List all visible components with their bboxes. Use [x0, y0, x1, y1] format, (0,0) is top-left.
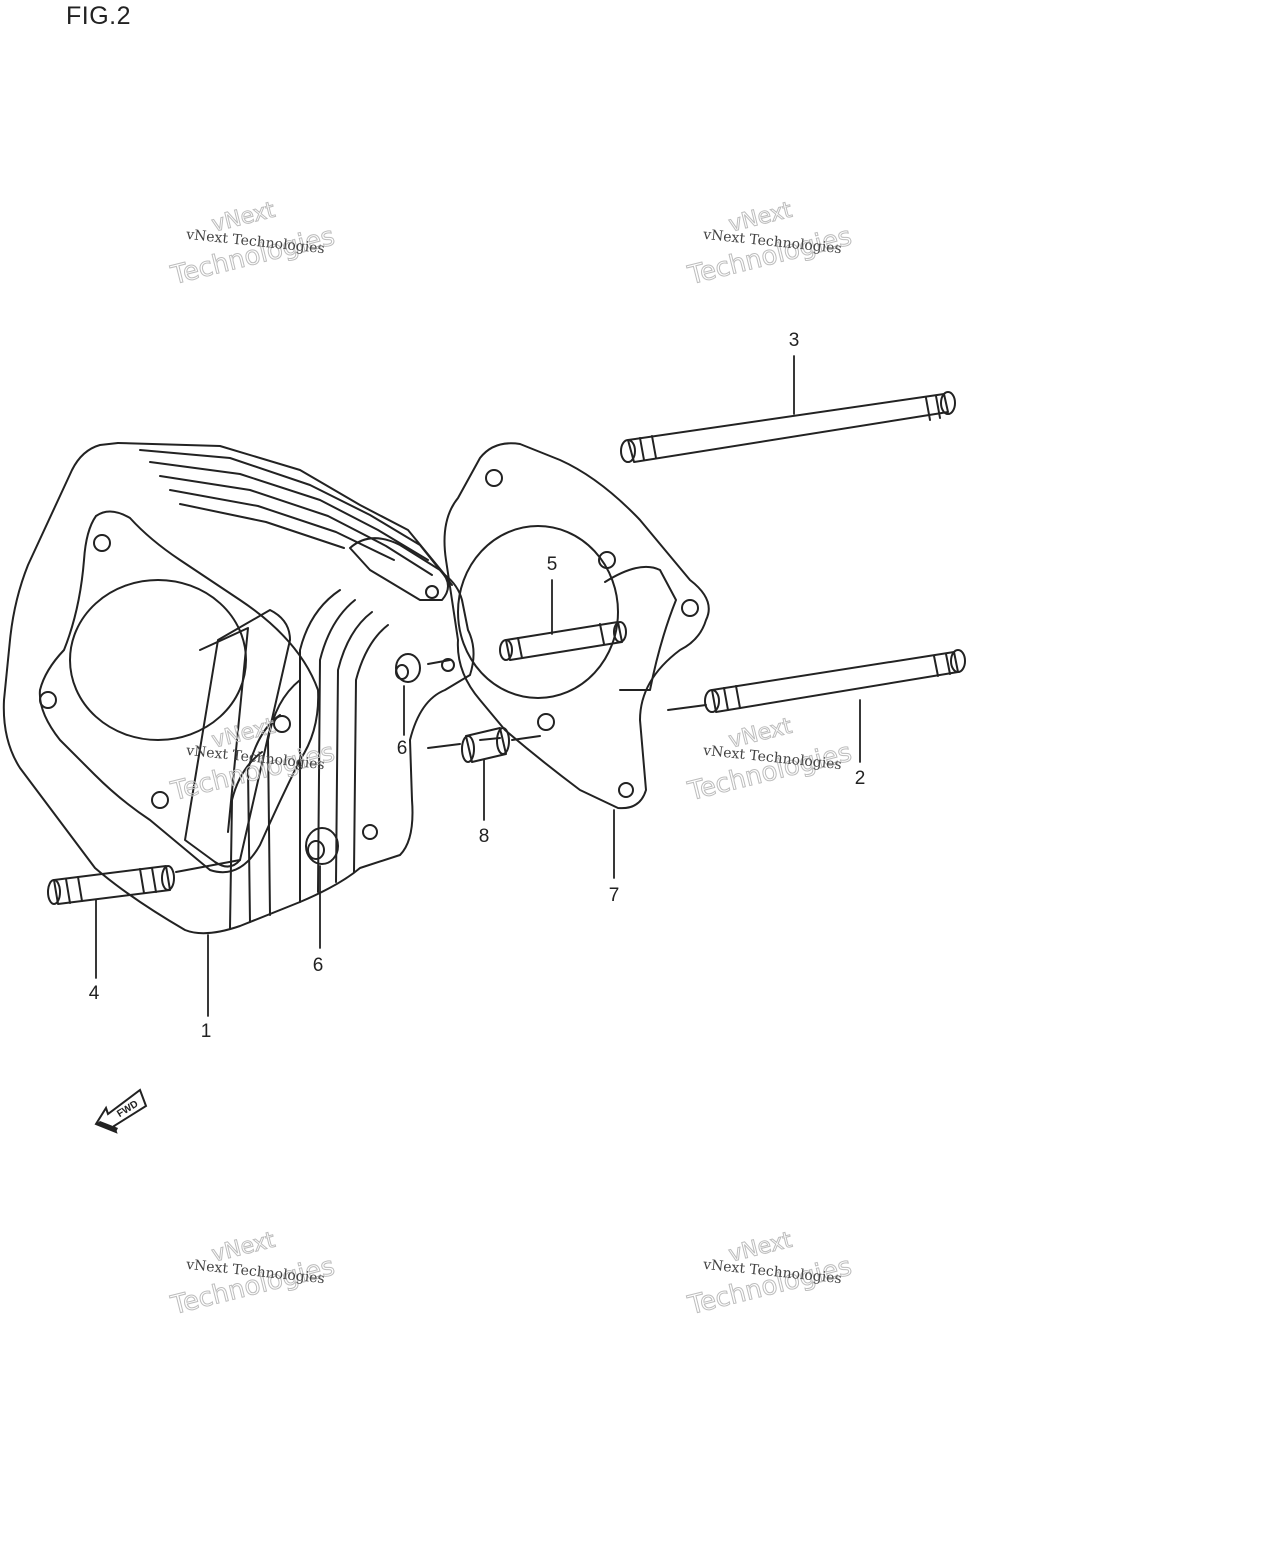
- dowel-pin-upper: [395, 653, 451, 683]
- callout-2: 2: [855, 768, 866, 789]
- watermark-bottom-left: vNext Technologies vNext Technologies: [167, 1227, 338, 1322]
- watermark-top-left: vNext Technologies vNext Technologies: [167, 197, 338, 292]
- stud-bolt-long-lower: [479, 649, 966, 741]
- cylinder-base-gasket: [443, 442, 710, 810]
- callout-1: 1: [201, 1021, 212, 1042]
- dowel-pin-lower: [305, 827, 339, 865]
- stud-bolt-long-upper: [620, 391, 956, 463]
- stud-bolt-short: [499, 621, 627, 661]
- callout-6-upper: 6: [397, 738, 408, 759]
- leader-lines: [95, 355, 861, 1017]
- callout-7: 7: [609, 885, 620, 906]
- callout-6-lower: 6: [313, 955, 324, 976]
- cylinder-block: [2, 442, 475, 935]
- fwd-direction-arrow-icon: FWD: [94, 1088, 148, 1134]
- watermark-bottom-right: vNext Technologies vNext Technologies: [684, 1227, 855, 1322]
- callout-8: 8: [479, 826, 490, 847]
- stud-bolt-left: [47, 859, 241, 905]
- watermark-mid-left: vNext Technologies vNext Technologies: [167, 713, 338, 808]
- callout-3: 3: [789, 330, 800, 351]
- callout-labels: 3 2 5 6 6 8 7 4 1: [89, 330, 866, 1042]
- callout-5: 5: [547, 554, 558, 575]
- watermark-top-right: vNext Technologies vNext Technologies: [684, 197, 855, 292]
- figure-title: FIG.2: [66, 2, 132, 30]
- dowel-sleeve: [427, 727, 541, 763]
- callout-4: 4: [89, 983, 100, 1004]
- watermark-mid-right: vNext Technologies vNext Technologies: [684, 713, 855, 808]
